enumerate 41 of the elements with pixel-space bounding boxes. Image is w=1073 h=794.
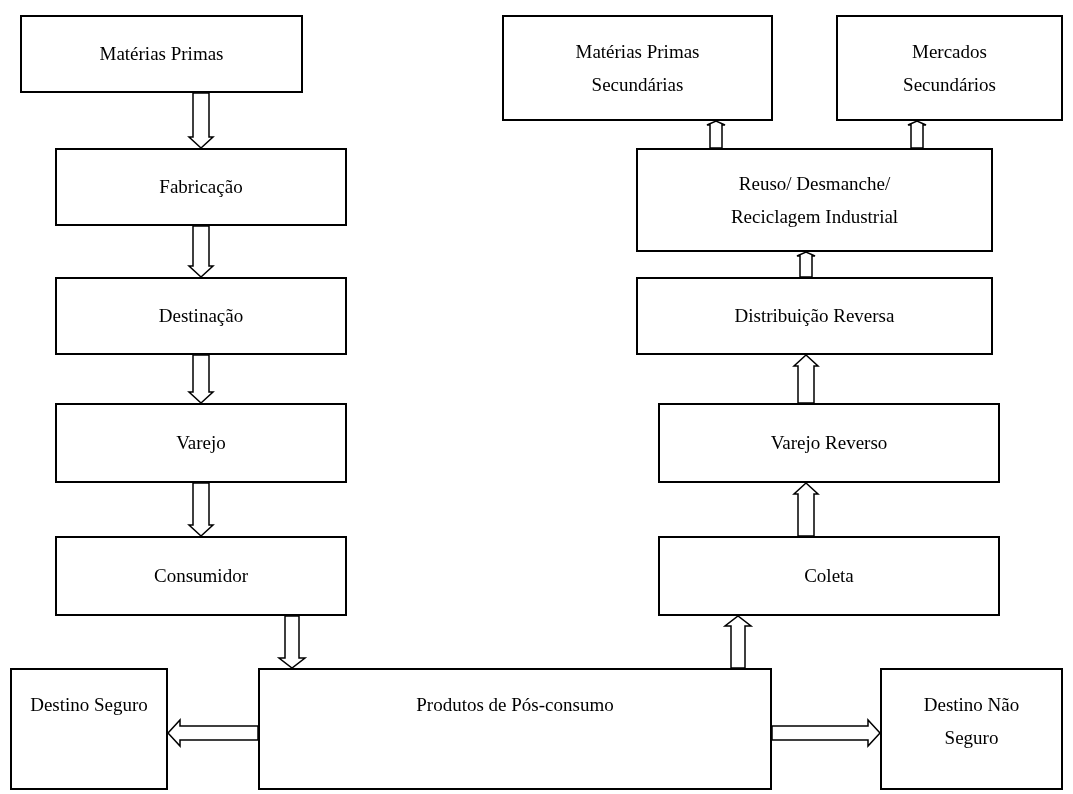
process-box [55,148,347,226]
block-arrow [166,718,259,748]
process-box [636,277,993,355]
process-box [55,536,347,616]
block-arrow [276,615,308,669]
process-box [20,15,303,93]
block-arrow [796,251,816,278]
process-box [258,668,772,790]
block-arrow [187,225,215,278]
block-arrow [706,120,726,149]
process-box [880,668,1063,790]
box-label: Matérias Primas [99,42,224,67]
box-label: Coleta [804,564,854,589]
box-label: Destinação [158,304,244,329]
block-arrow [187,92,215,149]
process-box [55,277,347,355]
process-box [836,15,1063,121]
block-arrow [187,482,215,537]
process-box [658,536,1000,616]
block-arrow [792,354,820,404]
block-arrow [722,615,754,669]
box-label: Varejo [176,431,226,456]
block-arrow [771,718,882,748]
box-label: Mercados Secundários [902,39,997,97]
block-arrow [907,120,927,149]
process-box [658,403,1000,483]
box-label: Reuso/ Desmanche/ Reciclagem Industrial [729,171,900,229]
box-label: Distribuição Reversa [734,304,895,329]
block-arrow [792,482,820,537]
process-box [10,668,168,790]
process-box [636,148,993,252]
box-label: Matérias Primas Secundárias [574,39,701,97]
process-box [502,15,773,121]
box-label: Consumidor [154,564,248,589]
box-label: Produtos de Pós-consumo [416,693,614,717]
process-box [55,403,347,483]
box-label: Destino Seguro [30,693,148,717]
box-label: Destino Não Seguro [922,693,1021,751]
box-label: Varejo Reverso [770,431,888,456]
box-label: Fabricação [159,175,243,200]
block-arrow [187,354,215,404]
